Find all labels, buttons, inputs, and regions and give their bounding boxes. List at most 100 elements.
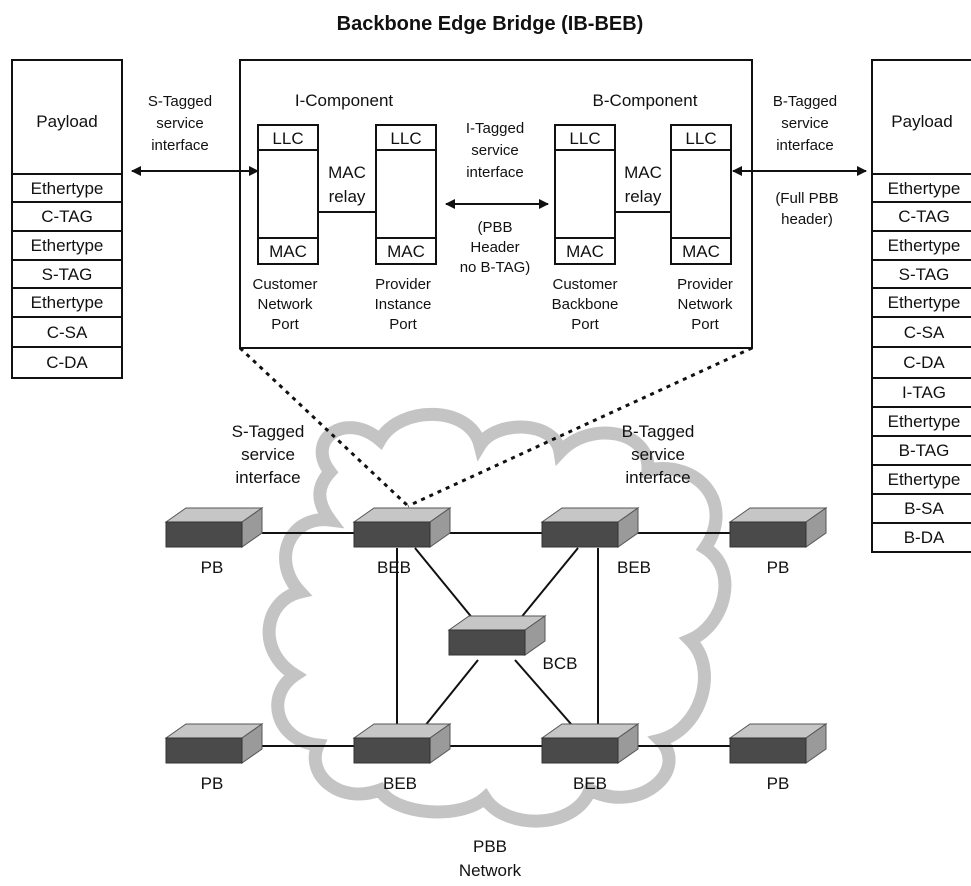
right-frame-field-13: B-DA bbox=[904, 528, 945, 547]
node-label-pb-top-left: PB bbox=[201, 558, 224, 577]
node-label-beb-top-right: BEB bbox=[617, 558, 651, 577]
i-mac-relay-line1: MAC bbox=[328, 163, 366, 182]
provider-instance-port-line1: Provider bbox=[375, 276, 431, 293]
pb-bottom-right-node bbox=[728, 723, 828, 764]
customer-backbone-port-line2: Backbone bbox=[552, 296, 619, 313]
network-links bbox=[262, 532, 734, 747]
i-pip-mac: MAC bbox=[387, 242, 425, 261]
beb-bottom-right-node bbox=[540, 723, 640, 764]
provider-network-port-line2: Network bbox=[677, 296, 733, 313]
left-frame-field-7: C-DA bbox=[46, 353, 88, 372]
customer-network-port-line3: Port bbox=[271, 316, 299, 333]
i-tagged-line1: I-Tagged bbox=[466, 120, 524, 137]
pbb-network-label-line2: Network bbox=[459, 861, 522, 880]
s-tagged-line1: S-Tagged bbox=[148, 93, 212, 110]
i-mac-relay-line2: relay bbox=[329, 187, 366, 206]
link-beb-tl-bcb bbox=[414, 547, 479, 626]
i-tagged-line3: interface bbox=[466, 164, 524, 181]
b-mac-relay-line1: MAC bbox=[624, 163, 662, 182]
right-frame-field-12: B-SA bbox=[904, 499, 944, 518]
pbb-header-line3: no B-TAG) bbox=[460, 259, 531, 276]
right-frame-field-3: Ethertype bbox=[888, 236, 961, 255]
i-component-left-stack bbox=[257, 124, 319, 265]
net-s-tagged-line1: S-Tagged bbox=[232, 422, 305, 441]
left-frame-field-3: Ethertype bbox=[31, 236, 104, 255]
right-frame-field-2: C-TAG bbox=[898, 207, 950, 226]
customer-backbone-port-line3: Port bbox=[571, 316, 599, 333]
right-frame-field-10: B-TAG bbox=[899, 441, 950, 460]
customer-network-port-line1: Customer bbox=[252, 276, 317, 293]
b-pnp-mac: MAC bbox=[682, 242, 720, 261]
node-label-bcb: BCB bbox=[543, 654, 578, 673]
right-frame-field-4: S-TAG bbox=[899, 265, 950, 284]
node-label-beb-top-left: BEB bbox=[377, 558, 411, 577]
left-frame-field-1: Ethertype bbox=[31, 179, 104, 198]
right-frame-field-8: I-TAG bbox=[902, 383, 946, 402]
zoom-dotted-lines bbox=[238, 346, 753, 508]
b-cbp-mac: MAC bbox=[566, 242, 604, 261]
b-tagged-line3: interface bbox=[776, 137, 834, 154]
right-frame-field-6: C-SA bbox=[904, 323, 945, 342]
provider-network-port-line3: Port bbox=[691, 316, 719, 333]
right-frame-field-7: C-DA bbox=[903, 353, 945, 372]
right-frame bbox=[871, 59, 971, 553]
b-cbp-llc: LLC bbox=[569, 129, 600, 148]
pbb-header-line1: (PBB bbox=[477, 219, 512, 236]
pb-bottom-left-node bbox=[164, 723, 264, 764]
i-cnp-mac: MAC bbox=[269, 242, 307, 261]
i-tagged-line2: service bbox=[471, 142, 519, 159]
right-frame-field-9: Ethertype bbox=[888, 412, 961, 431]
b-tagged-line2: service bbox=[781, 115, 829, 132]
right-frame-field-1: Ethertype bbox=[888, 179, 961, 198]
provider-instance-port-line2: Instance bbox=[375, 296, 432, 313]
left-frame-field-4: S-TAG bbox=[42, 265, 93, 284]
link-bcb-beb-br bbox=[514, 659, 579, 733]
left-frame-payload: Payload bbox=[36, 112, 97, 131]
link-bcb-beb-bl bbox=[419, 659, 479, 733]
bcb-node bbox=[447, 615, 547, 656]
beb-box bbox=[239, 59, 753, 349]
b-pnp-llc: LLC bbox=[685, 129, 716, 148]
right-frame-field-11: Ethertype bbox=[888, 470, 961, 489]
b-component-title: B-Component bbox=[593, 91, 698, 110]
network-nodes bbox=[164, 507, 828, 764]
pbb-header-line2: Header bbox=[470, 239, 519, 256]
node-label-beb-bottom-right: BEB bbox=[573, 774, 607, 793]
diagram-title: Backbone Edge Bridge (IB-BEB) bbox=[337, 13, 644, 35]
i-component-title: I-Component bbox=[295, 91, 394, 110]
provider-instance-port-line3: Port bbox=[389, 316, 417, 333]
full-pbb-line1: (Full PBB bbox=[775, 190, 838, 207]
s-tagged-line3: interface bbox=[151, 137, 209, 154]
beb-bottom-left-node bbox=[352, 723, 452, 764]
node-label-pb-top-right: PB bbox=[767, 558, 790, 577]
right-frame-payload: Payload bbox=[891, 112, 952, 131]
s-tagged-line2: service bbox=[156, 115, 204, 132]
pb-top-right-node bbox=[728, 507, 828, 548]
left-frame-field-2: C-TAG bbox=[41, 207, 93, 226]
full-pbb-line2: header) bbox=[781, 211, 833, 228]
left-frame-field-5: Ethertype bbox=[31, 293, 104, 312]
pbb-network-label-line1: PBB bbox=[473, 837, 507, 856]
b-tagged-line1: B-Tagged bbox=[773, 93, 837, 110]
net-s-tagged-line2: service bbox=[241, 445, 295, 464]
net-b-tagged-line3: interface bbox=[625, 468, 690, 487]
net-s-tagged-line3: interface bbox=[235, 468, 300, 487]
b-mac-relay-line2: relay bbox=[625, 187, 662, 206]
left-frame bbox=[11, 59, 123, 379]
beb-top-right-node bbox=[540, 507, 640, 548]
b-component-right-stack bbox=[670, 124, 732, 265]
link-beb-tr-bcb bbox=[514, 547, 579, 626]
right-frame-field-5: Ethertype bbox=[888, 293, 961, 312]
node-label-beb-bottom-left: BEB bbox=[383, 774, 417, 793]
i-cnp-llc: LLC bbox=[272, 129, 303, 148]
node-label-pb-bottom-right: PB bbox=[767, 774, 790, 793]
node-label-pb-bottom-left: PB bbox=[201, 774, 224, 793]
customer-backbone-port-line1: Customer bbox=[552, 276, 617, 293]
customer-network-port-line2: Network bbox=[257, 296, 313, 313]
pb-top-left-node bbox=[164, 507, 264, 548]
net-b-tagged-line2: service bbox=[631, 445, 685, 464]
provider-network-port-line1: Provider bbox=[677, 276, 733, 293]
pbb-network-cloud bbox=[262, 407, 732, 828]
net-b-tagged-line1: B-Tagged bbox=[622, 422, 695, 441]
